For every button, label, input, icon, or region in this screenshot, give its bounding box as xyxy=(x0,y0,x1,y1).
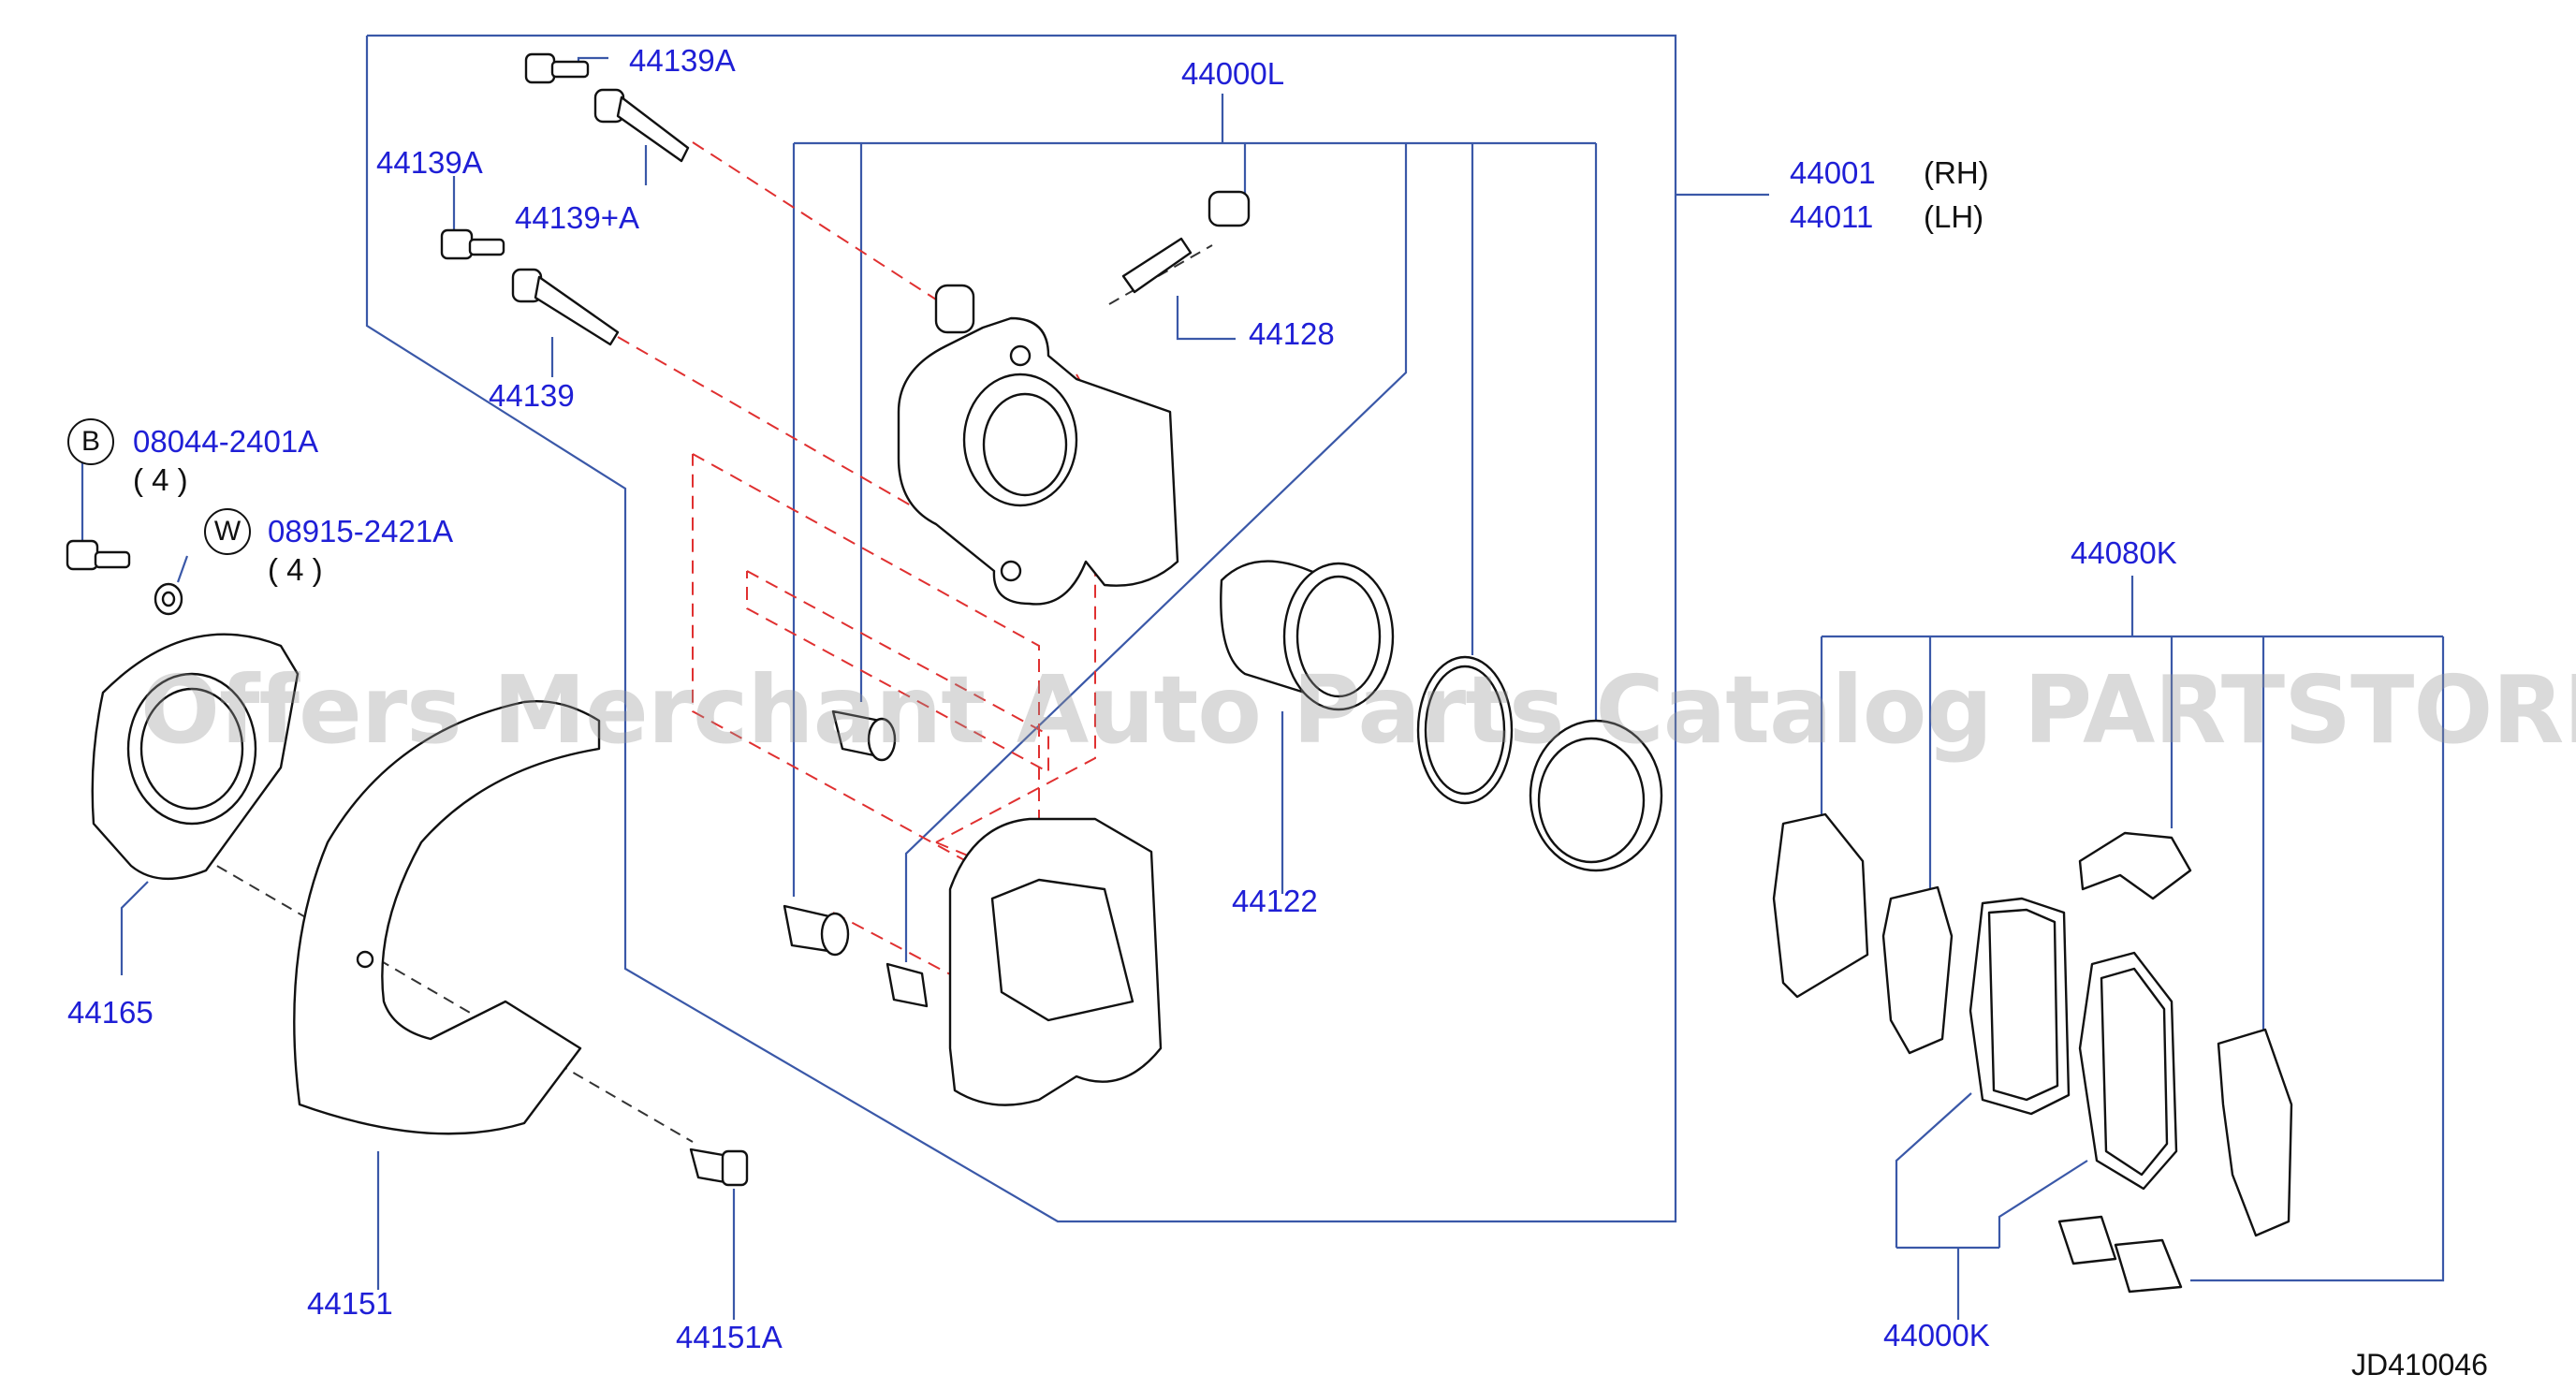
label-08915-2421A[interactable]: 08915-2421A xyxy=(268,514,454,548)
label-44001[interactable]: 44001 xyxy=(1790,155,1876,190)
pin-boot-1 xyxy=(831,709,897,762)
label-44122[interactable]: 44122 xyxy=(1232,884,1318,918)
guide-pin-44139 xyxy=(511,268,620,346)
shim-inner xyxy=(1881,885,1954,1055)
bolt-08044 xyxy=(66,539,131,571)
label-44139A-left[interactable]: 44139A xyxy=(376,145,483,180)
brake-pad-outer xyxy=(2078,951,2178,1191)
anti-rattle-clip-top xyxy=(2078,831,2192,900)
label-08044-2401A[interactable]: 08044-2401A xyxy=(133,424,319,459)
splash-plate-44151 xyxy=(293,700,601,1135)
label-44011[interactable]: 44011 xyxy=(1790,199,1874,234)
label-44000L[interactable]: 44000L xyxy=(1181,56,1285,91)
leader-lines xyxy=(80,34,2445,1320)
bleeder-screw-44128 xyxy=(1121,190,1251,294)
shim-right xyxy=(2217,1028,2293,1237)
washer-08915 xyxy=(154,582,183,616)
pin-boot-2 xyxy=(783,904,850,957)
qty-08044: ( 4 ) xyxy=(133,462,188,497)
bolt-44151A xyxy=(689,1148,749,1187)
guide-pin-44139plusA xyxy=(593,88,690,163)
circle-b-marker: B xyxy=(67,418,114,465)
bolt-44139A-left xyxy=(440,228,505,260)
label-44128[interactable]: 44128 xyxy=(1249,316,1335,351)
qty-08915: ( 4 ) xyxy=(268,552,323,587)
adapter-plate-44165 xyxy=(91,633,300,880)
label-44151[interactable]: 44151 xyxy=(307,1286,393,1321)
piston-seal xyxy=(1416,655,1514,805)
caliper-body xyxy=(897,284,1179,606)
label-44151A[interactable]: 44151A xyxy=(676,1320,783,1354)
label-44139plusA[interactable]: 44139+A xyxy=(515,200,640,235)
label-44000K[interactable]: 44000K xyxy=(1883,1318,1990,1352)
spring-bushing xyxy=(886,962,929,1008)
circle-w-marker: W xyxy=(204,508,251,555)
label-44139[interactable]: 44139 xyxy=(489,378,575,413)
label-lh: (LH) xyxy=(1924,199,1984,234)
part-drawings xyxy=(66,52,2293,1294)
caliper-support xyxy=(948,817,1163,1106)
bolt-44139A-top xyxy=(524,52,590,84)
label-44165[interactable]: 44165 xyxy=(67,995,154,1030)
label-44080K[interactable]: 44080K xyxy=(2071,535,2177,570)
brake-pad-inner xyxy=(1969,897,2071,1116)
piston-44122 xyxy=(1220,560,1395,711)
pad-clips-bottom xyxy=(2057,1215,2183,1294)
label-rh: (RH) xyxy=(1924,155,1989,190)
watermark: Offers Merchant Auto Parts Catalog PARTS… xyxy=(140,655,2576,765)
dust-boot xyxy=(1529,719,1663,872)
diagram-reference-code: JD410046 xyxy=(2351,1348,2488,1382)
label-44139A-top[interactable]: 44139A xyxy=(629,43,736,78)
shim-outer xyxy=(1772,812,1869,999)
